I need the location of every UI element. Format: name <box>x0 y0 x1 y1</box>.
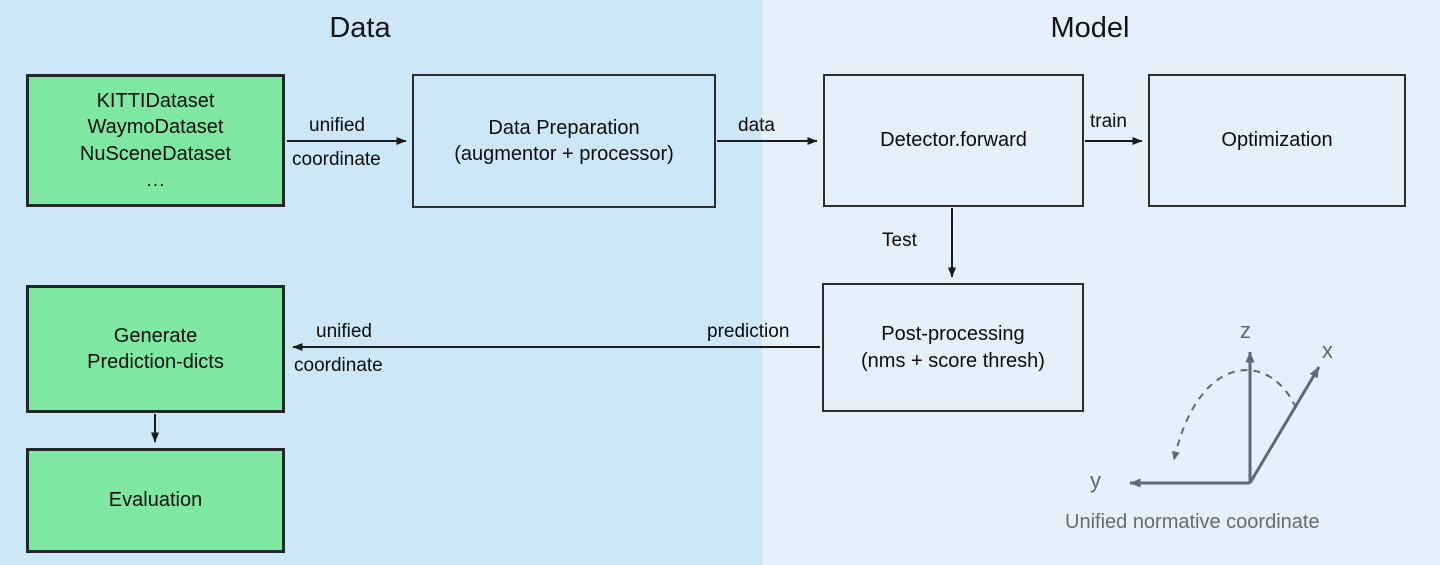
edge-label-train: train <box>1090 111 1127 132</box>
node-detector-forward[interactable]: Detector.forward <box>823 74 1084 207</box>
node-generate-prediction-dicts[interactable]: Generate Prediction-dicts <box>26 285 285 413</box>
edge-label-coordinate-top: coordinate <box>292 149 381 170</box>
edge-label-coordinate-bottom: coordinate <box>294 355 383 376</box>
edge-label-data: data <box>738 115 775 136</box>
axis-label-z: z <box>1240 318 1251 343</box>
data-section-title: Data <box>329 12 391 44</box>
axis-label-x: x <box>1322 338 1333 363</box>
edge-label-unified-top: unified <box>309 115 365 136</box>
edge-label-test: Test <box>882 230 917 251</box>
coordinate-frame-caption: Unified normative coordinate <box>1065 511 1320 533</box>
model-section-title: Model <box>1050 12 1130 44</box>
axis-label-y: y <box>1090 468 1101 493</box>
node-optimization[interactable]: Optimization <box>1148 74 1406 207</box>
node-evaluation[interactable]: Evaluation <box>26 448 285 553</box>
node-datasets[interactable]: KITTIDataset WaymoDataset NuSceneDataset… <box>26 74 285 207</box>
node-post-processing[interactable]: Post-processing (nms + score thresh) <box>822 283 1084 412</box>
edge-label-unified-bottom: unified <box>316 321 372 342</box>
node-data-preparation[interactable]: Data Preparation (augmentor + processor) <box>412 74 716 208</box>
edge-label-prediction: prediction <box>707 321 790 342</box>
